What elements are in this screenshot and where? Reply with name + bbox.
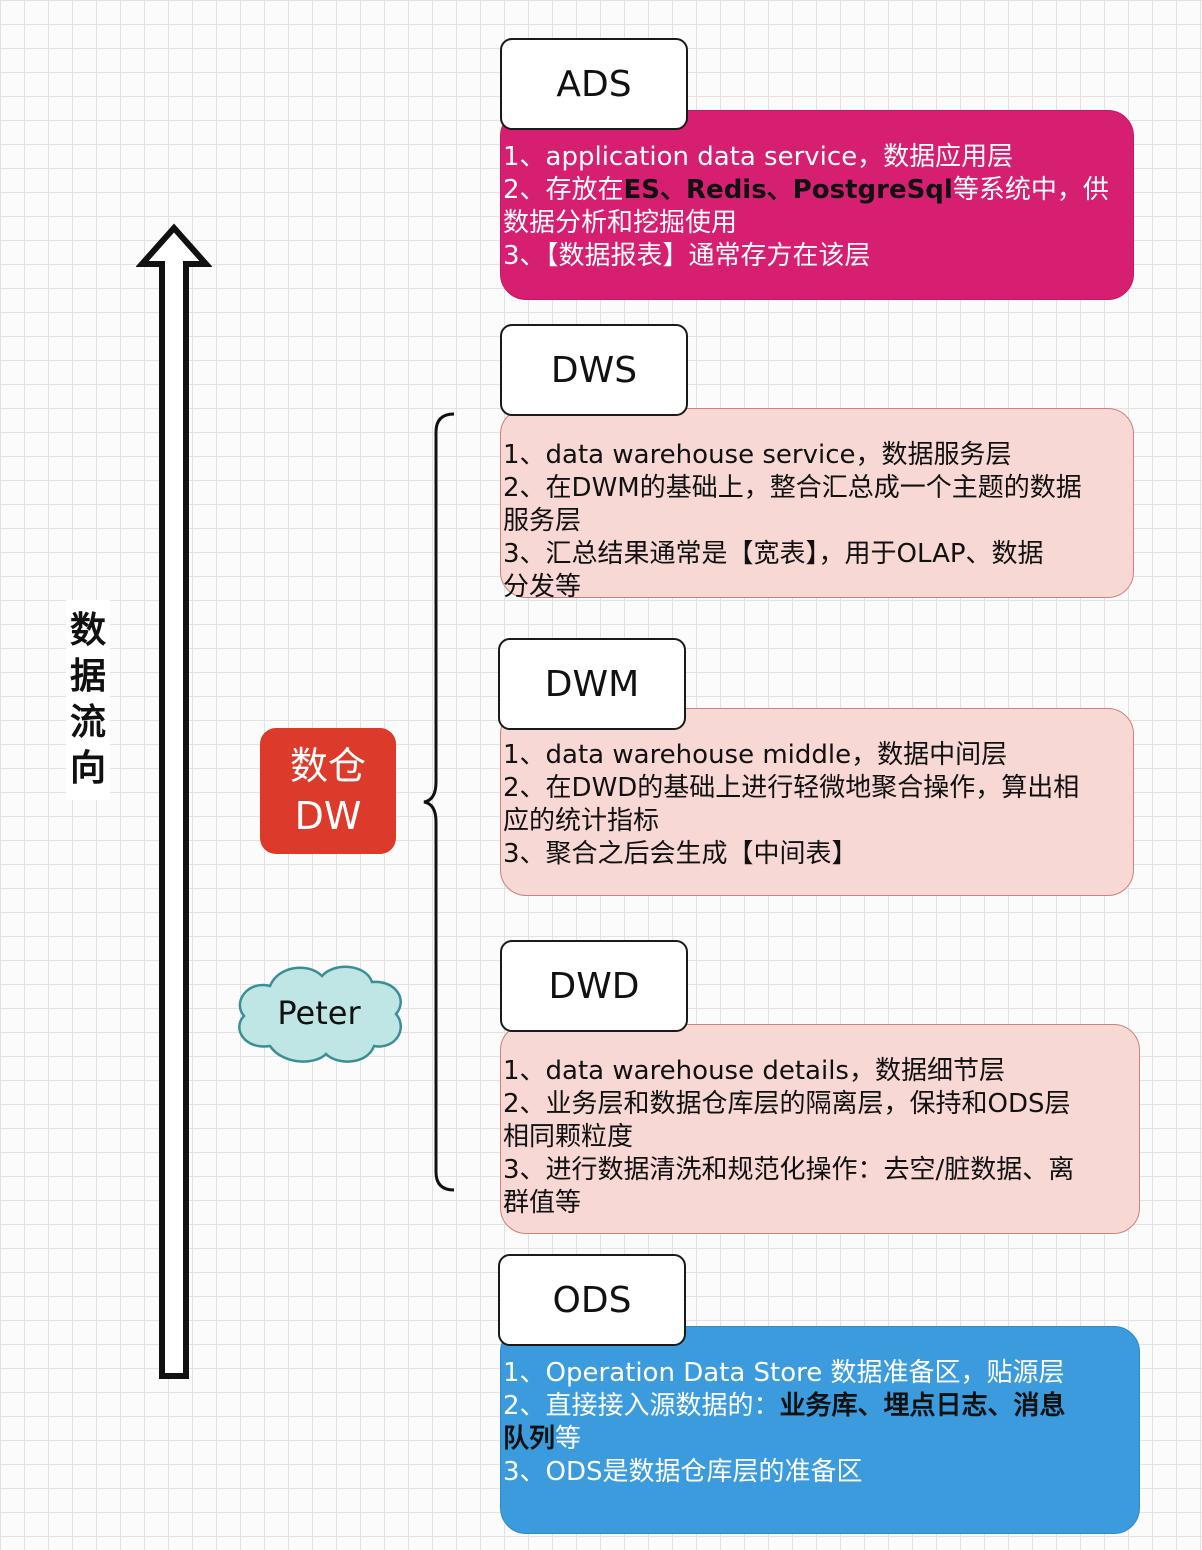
dwm-line-1: 1、data warehouse middle，数据中间层 (503, 740, 1008, 770)
dw-box-line1: 数仓 (289, 744, 366, 788)
ads-description: 1、application data service，数据应用层 2、存放在ES… (500, 110, 1134, 300)
data-flow-label: 数 据 流 向 (66, 600, 110, 800)
dws-title-box: DWS (500, 324, 688, 416)
dws-line-5: 分发等 (503, 572, 582, 602)
ads-line-2-bold: ES、Redis、PostgreSql (623, 175, 953, 205)
ods-line-1: 1、Operation Data Store 数据准备区，贴源层 (503, 1358, 1065, 1388)
dwm-line-4: 3、聚合之后会生成【中间表】 (503, 839, 858, 869)
dwd-title-box: DWD (500, 940, 688, 1032)
dwm-line-3: 应的统计指标 (503, 806, 660, 836)
ods-line-4: 3、ODS是数据仓库层的准备区 (503, 1457, 863, 1487)
dws-line-3: 服务层 (503, 506, 582, 536)
ods-description: 1、Operation Data Store 数据准备区，贴源层 2、直接接入源… (500, 1326, 1140, 1534)
ads-line-3: 数据分析和挖掘使用 (503, 208, 738, 238)
dwd-line-3: 相同颗粒度 (503, 1122, 634, 1152)
dwd-line-5: 群值等 (503, 1188, 582, 1218)
data-flow-label-char: 数 (69, 610, 106, 651)
ods-line-3-bold: 队列 (503, 1424, 556, 1454)
ads-line-1: 1、application data service，数据应用层 (503, 142, 1014, 172)
ods-line-2-bold: 业务库、埋点日志、消息 (779, 1391, 1066, 1421)
ads-line-2: 2、存放在ES、Redis、PostgreSql等系统中，供 (503, 174, 1123, 207)
dws-title: DWS (550, 349, 638, 391)
cloud-shape (238, 965, 402, 1063)
dwm-description: 1、data warehouse middle，数据中间层 2、在DWD的基础上… (500, 708, 1134, 896)
dw-brace (423, 412, 455, 1192)
dwm-title: DWM (544, 663, 640, 705)
ods-title-box: ODS (498, 1254, 686, 1346)
dwd-line-1: 1、data warehouse details，数据细节层 (503, 1056, 1005, 1086)
cloud-label: Peter (277, 994, 361, 1032)
data-flow-label-char: 流 (69, 702, 106, 743)
ods-line-3-post: 等 (555, 1424, 582, 1454)
peter-cloud: Peter (230, 958, 408, 1068)
data-warehouse-box: 数仓 DW (260, 728, 396, 854)
dwd-description: 1、data warehouse details，数据细节层 2、业务层和数据仓… (500, 1024, 1140, 1234)
ods-title: ODS (552, 1279, 632, 1321)
ads-title: ADS (556, 63, 632, 105)
dws-line-1: 1、data warehouse service，数据服务层 (503, 440, 1012, 470)
dws-description: 1、data warehouse service，数据服务层 2、在DWM的基础… (500, 408, 1134, 602)
dwd-line-4: 3、进行数据清洗和规范化操作：去空/脏数据、离 (503, 1155, 1075, 1185)
ods-line-3: 队列等 (503, 1423, 1129, 1456)
dwm-line-2: 2、在DWD的基础上进行轻微地聚合操作，算出相 (503, 773, 1080, 803)
ods-line-2-pre: 2、直接接入源数据的： (503, 1391, 780, 1421)
data-flow-label-char: 向 (69, 748, 106, 789)
ads-line-2-pre: 2、存放在 (503, 175, 624, 205)
ads-line-4: 3、【数据报表】通常存方在该层 (503, 241, 871, 271)
ods-line-2: 2、直接接入源数据的：业务库、埋点日志、消息 (503, 1390, 1129, 1423)
dws-line-2: 2、在DWM的基础上，整合汇总成一个主题的数据 (503, 473, 1082, 503)
dws-line-4: 3、汇总结果通常是【宽表】，用于OLAP、数据 (503, 539, 1044, 569)
dwd-line-2: 2、业务层和数据仓库层的隔离层，保持和ODS层 (503, 1089, 1071, 1119)
data-flow-label-char: 据 (69, 656, 106, 697)
ads-line-2-post: 等系统中，供 (952, 175, 1109, 205)
dw-box-line2: DW (294, 794, 362, 838)
dwm-title-box: DWM (498, 638, 686, 730)
dwd-title: DWD (548, 965, 640, 1007)
ads-title-box: ADS (500, 38, 688, 130)
data-flow-arrow (136, 223, 212, 1379)
